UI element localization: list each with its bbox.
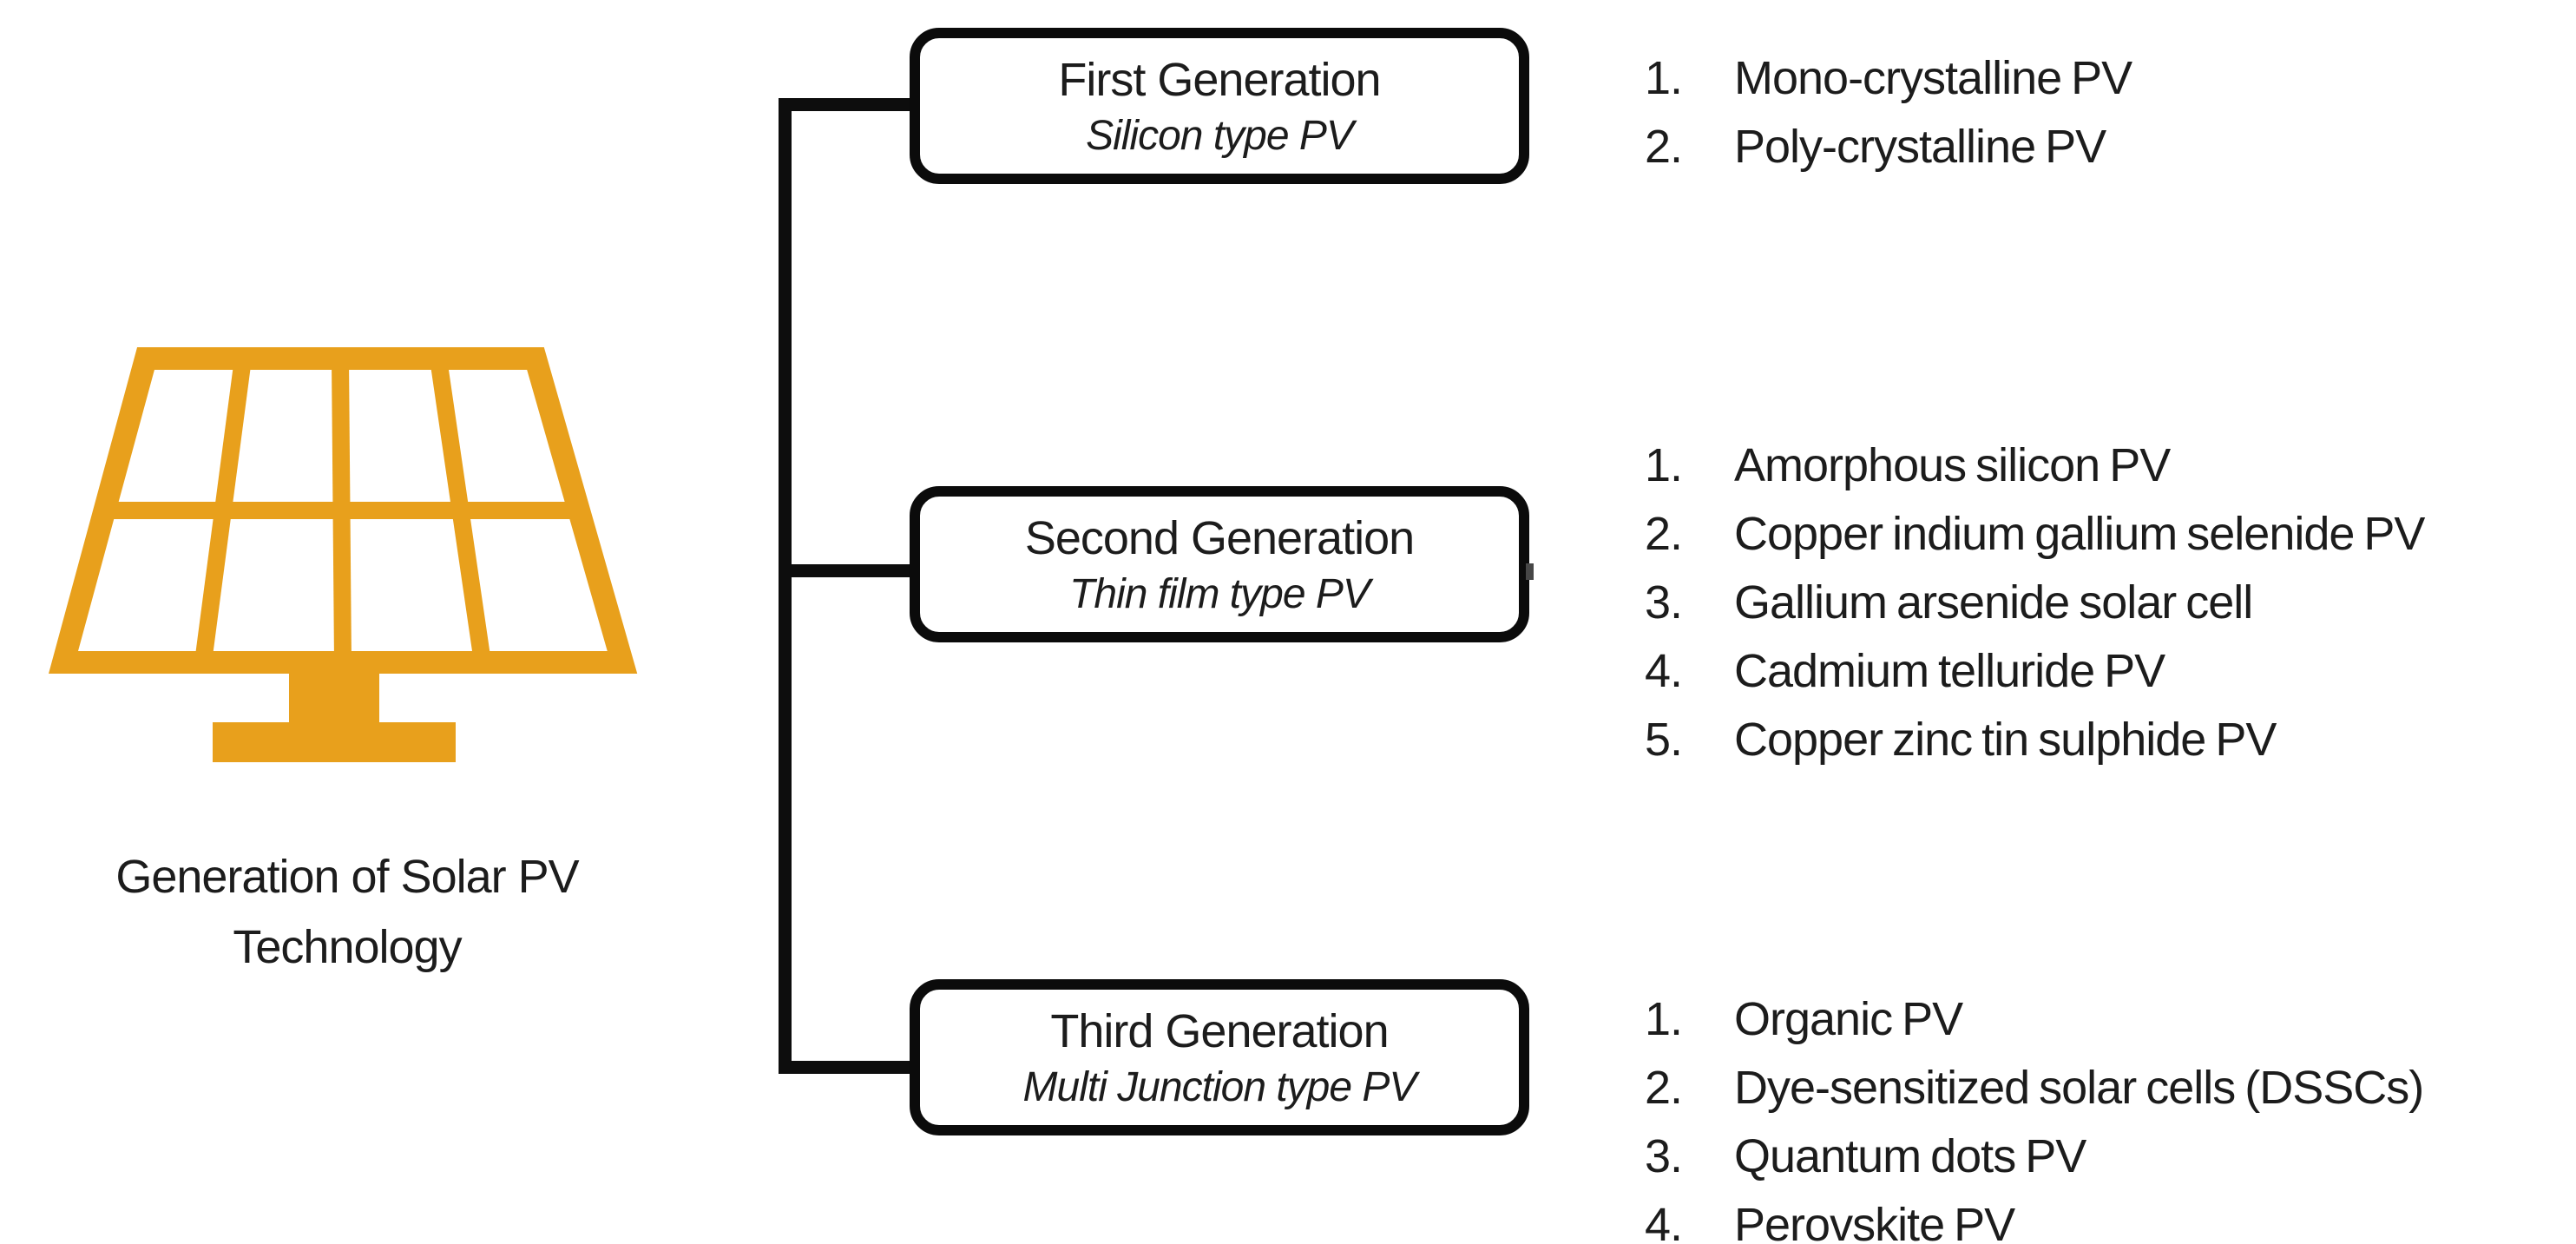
pv-list-second-generation: 1. Amorphous silicon PV 2. Copper indium… xyxy=(1645,431,2425,773)
panel-stand-base xyxy=(213,722,456,762)
item-label: Dye-sensitized solar cells (DSSCs) xyxy=(1734,1061,2424,1114)
connector-branch-3 xyxy=(779,1061,917,1074)
connector-remnant-mark xyxy=(1526,563,1534,580)
list-item: 1. Organic PV xyxy=(1645,984,2423,1053)
item-number: 2. xyxy=(1645,120,1683,173)
item-number: 2. xyxy=(1645,1061,1683,1114)
item-number: 1. xyxy=(1645,51,1683,104)
list-item: 2. Copper indium gallium selenide PV xyxy=(1645,499,2425,568)
solar-panel-icon xyxy=(49,347,638,762)
item-number: 2. xyxy=(1645,507,1683,560)
generation-subtitle: Silicon type PV xyxy=(1086,113,1354,159)
list-item: 1. Mono-crystalline PV xyxy=(1645,43,2132,112)
generation-box-second: Second Generation Thin film type PV xyxy=(910,486,1529,642)
list-item: 5. Copper zinc tin sulphide PV xyxy=(1645,705,2424,773)
panel-frame xyxy=(49,347,638,674)
item-label: Poly-crystalline PV xyxy=(1734,120,2106,173)
caption-line-2: Technology xyxy=(233,921,462,973)
list-item: 3. Quantum dots PV xyxy=(1645,1122,2423,1190)
caption-line-1: Generation of Solar PV xyxy=(115,851,579,903)
item-label: Organic PV xyxy=(1734,992,1963,1045)
item-label: Perovskite PV xyxy=(1734,1198,2015,1244)
pv-list-third-generation: 1. Organic PV 2. Dye-sensitized solar ce… xyxy=(1645,984,2424,1244)
generation-subtitle: Thin film type PV xyxy=(1069,571,1370,617)
item-label: Gallium arsenide solar cell xyxy=(1734,576,2253,629)
generation-subtitle: Multi Junction type PV xyxy=(1022,1064,1417,1110)
item-label: Copper indium gallium selenide PV xyxy=(1734,507,2425,560)
generation-box-third: Third Generation Multi Junction type PV xyxy=(910,979,1529,1135)
diagram-caption: Generation of Solar PV Technology xyxy=(17,842,677,983)
connector-trunk-line xyxy=(779,98,792,1074)
connector-branch-2 xyxy=(779,564,917,577)
item-number: 3. xyxy=(1645,576,1683,629)
generation-title: Third Generation xyxy=(1050,1005,1389,1057)
generation-title: Second Generation xyxy=(1024,512,1415,564)
list-item: 4. Cadmium telluride PV xyxy=(1645,636,2424,705)
generation-box-first: First Generation Silicon type PV xyxy=(910,28,1529,184)
panel-stand-stem xyxy=(289,662,379,723)
list-item: 4. Perovskite PV xyxy=(1645,1190,2423,1244)
pv-list-first-generation: 1. Mono-crystalline PV 2. Poly-crystalli… xyxy=(1645,43,2132,181)
list-item: 3. Gallium arsenide solar cell xyxy=(1645,568,2424,636)
connector-branch-1 xyxy=(779,98,917,111)
item-number: 1. xyxy=(1645,438,1683,491)
item-number: 5. xyxy=(1645,713,1683,766)
item-number: 4. xyxy=(1645,644,1683,697)
item-number: 1. xyxy=(1645,992,1683,1045)
item-label: Cadmium telluride PV xyxy=(1734,644,2165,697)
list-item: 1. Amorphous silicon PV xyxy=(1645,431,2424,499)
list-item: 2. Dye-sensitized solar cells (DSSCs) xyxy=(1645,1053,2424,1122)
item-number: 3. xyxy=(1645,1129,1683,1182)
item-label: Copper zinc tin sulphide PV xyxy=(1734,713,2277,766)
item-label: Amorphous silicon PV xyxy=(1734,438,2171,491)
item-label: Quantum dots PV xyxy=(1734,1129,2086,1182)
generation-title: First Generation xyxy=(1058,54,1381,106)
item-number: 4. xyxy=(1645,1198,1683,1244)
item-label: Mono-crystalline PV xyxy=(1734,51,2132,104)
list-item: 2. Poly-crystalline PV xyxy=(1645,112,2132,181)
